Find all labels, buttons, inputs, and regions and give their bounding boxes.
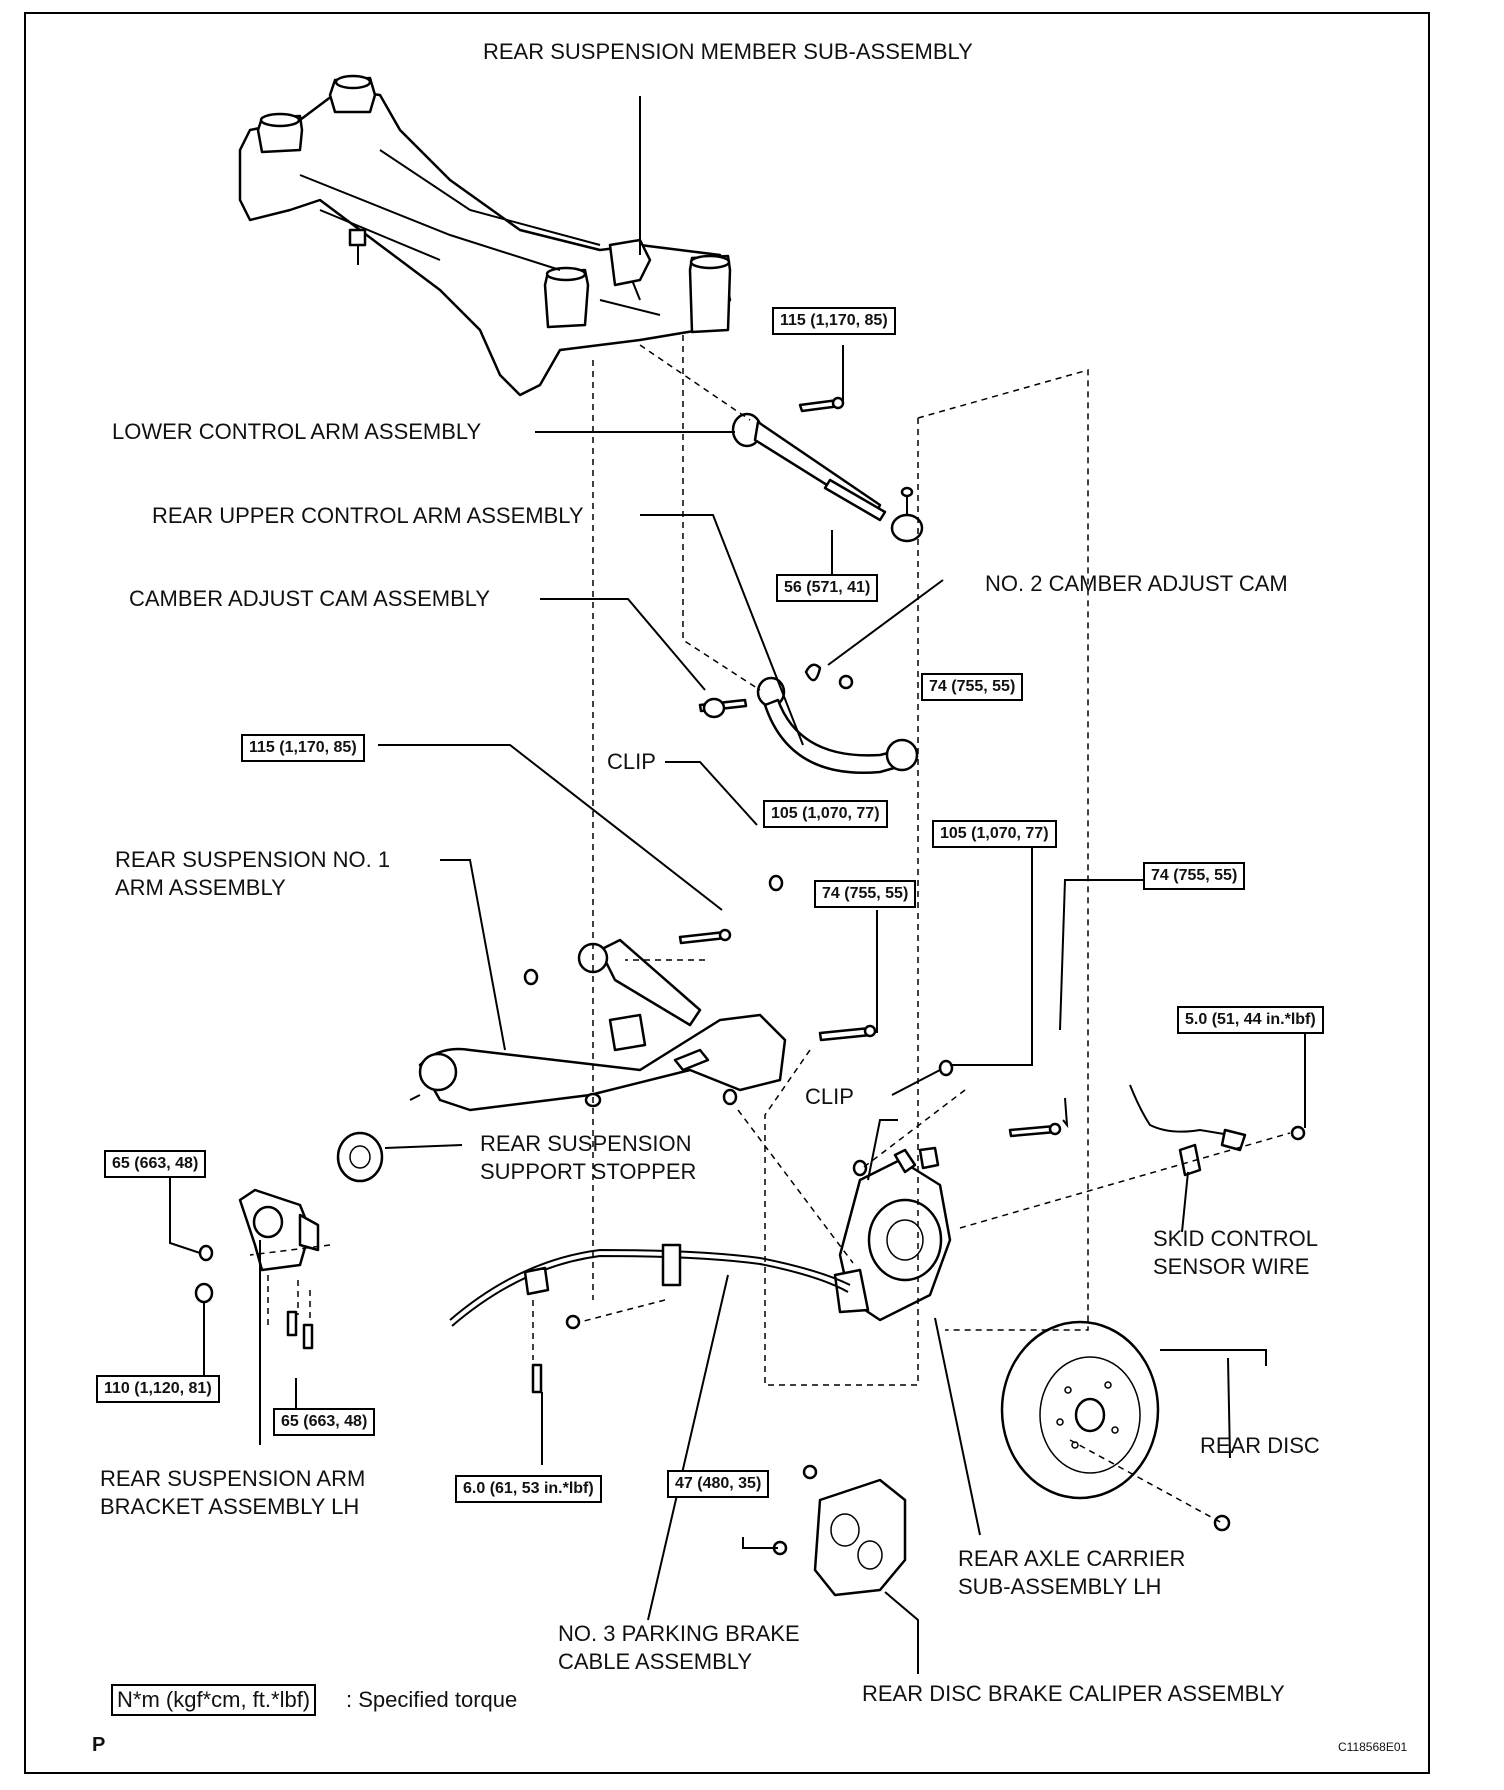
label-upper-control-arm: REAR UPPER CONTROL ARM ASSEMBLY xyxy=(152,503,584,528)
label-rear-disc: REAR DISC xyxy=(1200,1433,1320,1458)
torque-carrier-nut: 105 (1,070, 77) xyxy=(932,820,1057,848)
label-skid-sensor-wire: SKID CONTROL SENSOR WIRE xyxy=(1153,1226,1319,1279)
parking-cable-drawing xyxy=(449,1243,851,1394)
arm-bracket-drawing xyxy=(194,1188,320,1350)
label-no1-arm: REAR SUSPENSION NO. 1 ARM ASSEMBLY xyxy=(115,847,391,900)
label-arm-bracket: REAR SUSPENSION ARM BRACKET ASSEMBLY LH xyxy=(100,1466,366,1519)
figure-code: C118568E01 xyxy=(1338,1740,1408,1754)
torque-carrier-bolt: 74 (755, 55) xyxy=(1143,862,1246,890)
label-clip-mid: CLIP xyxy=(805,1084,854,1109)
torque-lower-arm-adjust: 56 (571, 41) xyxy=(776,574,879,602)
upper-control-arm-drawing xyxy=(698,663,919,774)
rear-disc-drawing xyxy=(1000,1320,1231,1532)
diagram-frame xyxy=(24,12,1430,1774)
skid-sensor-drawing xyxy=(1129,1084,1306,1177)
label-camber-adjust-cam: CAMBER ADJUST CAM ASSEMBLY xyxy=(129,586,491,611)
legend-torque-unit-box: N*m (kgf*cm, ft.*lbf) xyxy=(111,1684,317,1716)
torque-sensor-bolt: 5.0 (51, 44 in.*lbf) xyxy=(1177,1006,1324,1034)
torque-cable-bolt: 6.0 (61, 53 in.*lbf) xyxy=(455,1475,602,1503)
label-support-stopper: REAR SUSPENSION SUPPORT STOPPER xyxy=(480,1131,697,1184)
lower-control-arm-drawing xyxy=(731,396,924,543)
axle-carrier-drawing xyxy=(833,1059,1062,1322)
corner-mark: P xyxy=(92,1734,106,1756)
torque-lower-arm-bolt: 115 (1,170, 85) xyxy=(772,307,896,335)
support-stopper-drawing xyxy=(336,1131,384,1183)
label-clip-top: CLIP xyxy=(607,749,656,774)
label-brake-caliper: REAR DISC BRAKE CALIPER ASSEMBLY xyxy=(862,1681,1285,1706)
torque-clip-nut: 105 (1,070, 77) xyxy=(763,800,888,828)
torque-no1-arm-bolt: 115 (1,170, 85) xyxy=(241,734,365,762)
caliper-drawing xyxy=(772,1464,907,1597)
label-no2-camber-cam: NO. 2 CAMBER ADJUST CAM xyxy=(985,571,1288,596)
torque-bracket-bolt: 65 (663, 48) xyxy=(104,1150,207,1178)
no1-arm-drawing xyxy=(409,874,877,1112)
torque-no1-arm-nut: 74 (755, 55) xyxy=(814,880,917,908)
suspension-member-drawing xyxy=(238,74,732,397)
label-parking-brake-cable: NO. 3 PARKING BRAKE CABLE ASSEMBLY xyxy=(558,1621,800,1674)
label-suspension-member: REAR SUSPENSION MEMBER SUB-ASSEMBLY xyxy=(483,39,973,64)
torque-bracket-lower: 65 (663, 48) xyxy=(273,1408,376,1436)
torque-bracket-nut: 110 (1,120, 81) xyxy=(96,1375,220,1403)
label-axle-carrier: REAR AXLE CARRIER SUB-ASSEMBLY LH xyxy=(958,1546,1186,1599)
legend-torque-text: : Specified torque xyxy=(346,1687,518,1712)
label-lower-control-arm: LOWER CONTROL ARM ASSEMBLY xyxy=(112,419,482,444)
torque-cam-nut: 74 (755, 55) xyxy=(921,673,1024,701)
torque-caliper-bolt: 47 (480, 35) xyxy=(667,1470,770,1498)
